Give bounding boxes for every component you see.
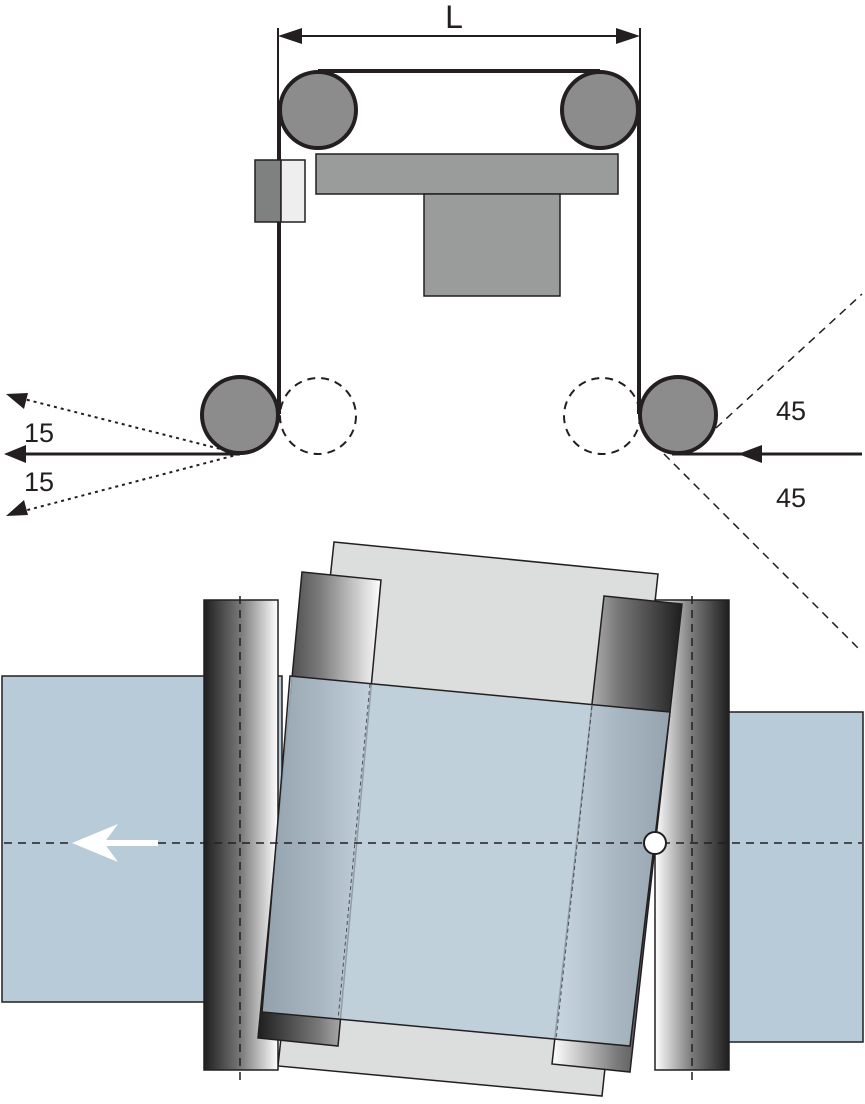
entry-angle-lower-label: 45: [776, 483, 806, 513]
side-view: L 15: [4, 0, 863, 653]
exit-upper-arrow-icon: [6, 393, 28, 409]
entry-angle-upper-label: 45: [776, 396, 806, 426]
dimension-label: L: [445, 0, 463, 35]
dimension-arrow-right-icon: [616, 28, 640, 44]
pivot-point: [643, 831, 667, 855]
web-on-carriage: [261, 675, 671, 1047]
entry-roller: [638, 375, 718, 455]
edge-sensor: [254, 159, 306, 223]
exit-arrow-icon: [4, 445, 26, 463]
exit-roller: [200, 375, 280, 455]
exit-angle: 15 15: [4, 393, 241, 516]
carriage-plate: [315, 153, 619, 195]
exit-angle-lower-label: 15: [24, 467, 54, 497]
entry-arrow-icon: [738, 445, 762, 463]
top-left-roller: [278, 70, 358, 150]
top-right-roller: [560, 70, 640, 150]
dimension-l: L: [277, 0, 641, 110]
exit-angle-upper-label: 15: [24, 418, 54, 448]
plan-view: [1, 541, 864, 1097]
phantom-left-roller: [279, 377, 357, 455]
carriage-base: [423, 193, 561, 297]
exit-lower-arrow-icon: [6, 500, 28, 516]
arrow-left-icon: [72, 824, 158, 862]
phantom-right-roller: [563, 377, 641, 455]
entry-angle: 45 45: [663, 293, 863, 653]
dimension-arrow-left-icon: [278, 28, 302, 44]
